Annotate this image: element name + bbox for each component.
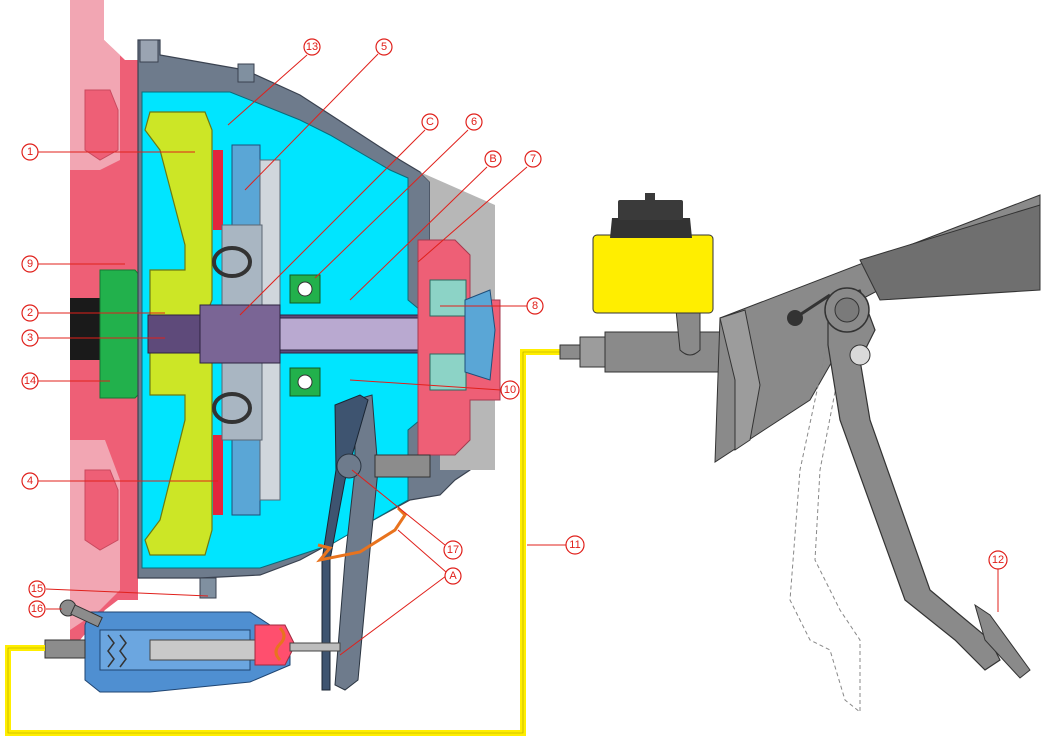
callout-C [421, 113, 439, 131]
callout-2-label: 2 [27, 307, 33, 319]
callout-17 [443, 540, 463, 560]
callout-C-label: C [426, 116, 434, 128]
callout-12 [988, 550, 1008, 570]
callout-10-label: 10 [504, 384, 516, 396]
pedal-released-outline [789, 329, 861, 714]
callout-4 [21, 472, 39, 490]
gearbox-input-bearing [417, 239, 501, 456]
return-spring [316, 506, 407, 563]
callout-2 [21, 304, 39, 322]
callout-17-label: 17 [447, 544, 459, 556]
callout-B-label: B [489, 153, 496, 165]
callout-B [484, 150, 502, 168]
release-fork [321, 394, 431, 691]
callout-14 [21, 372, 39, 390]
callout-14-label: 14 [24, 375, 36, 387]
callout-12-label: 12 [992, 554, 1004, 566]
callout-6 [465, 113, 483, 131]
callout-5 [375, 38, 393, 56]
fluid-reservoir [592, 193, 714, 314]
callout-7 [524, 150, 542, 168]
callout-15-label: 15 [31, 583, 43, 595]
callout-13 [303, 38, 321, 56]
slave-cylinder [44, 599, 341, 693]
callout-1-label: 1 [27, 146, 33, 158]
callout-7-label: 7 [530, 153, 536, 165]
callout-A-label: A [449, 570, 457, 582]
callout-9 [21, 255, 39, 273]
pedal-bracket [714, 194, 1041, 463]
callout-15 [28, 580, 46, 598]
callout-5-label: 5 [381, 41, 387, 53]
callout-16 [28, 600, 46, 618]
callout-13-label: 13 [306, 41, 318, 53]
callout-16-label: 16 [31, 603, 43, 615]
callout-4-label: 4 [27, 475, 33, 487]
callouts: 1 2 3 4 9 14 15 16 13 5 [21, 38, 1008, 656]
callout-11-label: 11 [569, 539, 580, 551]
callout-8-label: 8 [532, 300, 538, 312]
callout-6-label: 6 [471, 116, 477, 128]
callout-9-label: 9 [27, 258, 33, 270]
callout-8 [526, 297, 544, 315]
callout-1 [21, 143, 39, 161]
crankshaft-flange [70, 269, 149, 399]
callout-A [444, 567, 462, 585]
callout-3-label: 3 [27, 332, 33, 344]
release-bearing [289, 274, 321, 397]
callout-3 [21, 329, 39, 347]
callout-11 [565, 535, 585, 555]
clutch-pedal [824, 287, 1031, 679]
callout-10 [500, 380, 520, 400]
